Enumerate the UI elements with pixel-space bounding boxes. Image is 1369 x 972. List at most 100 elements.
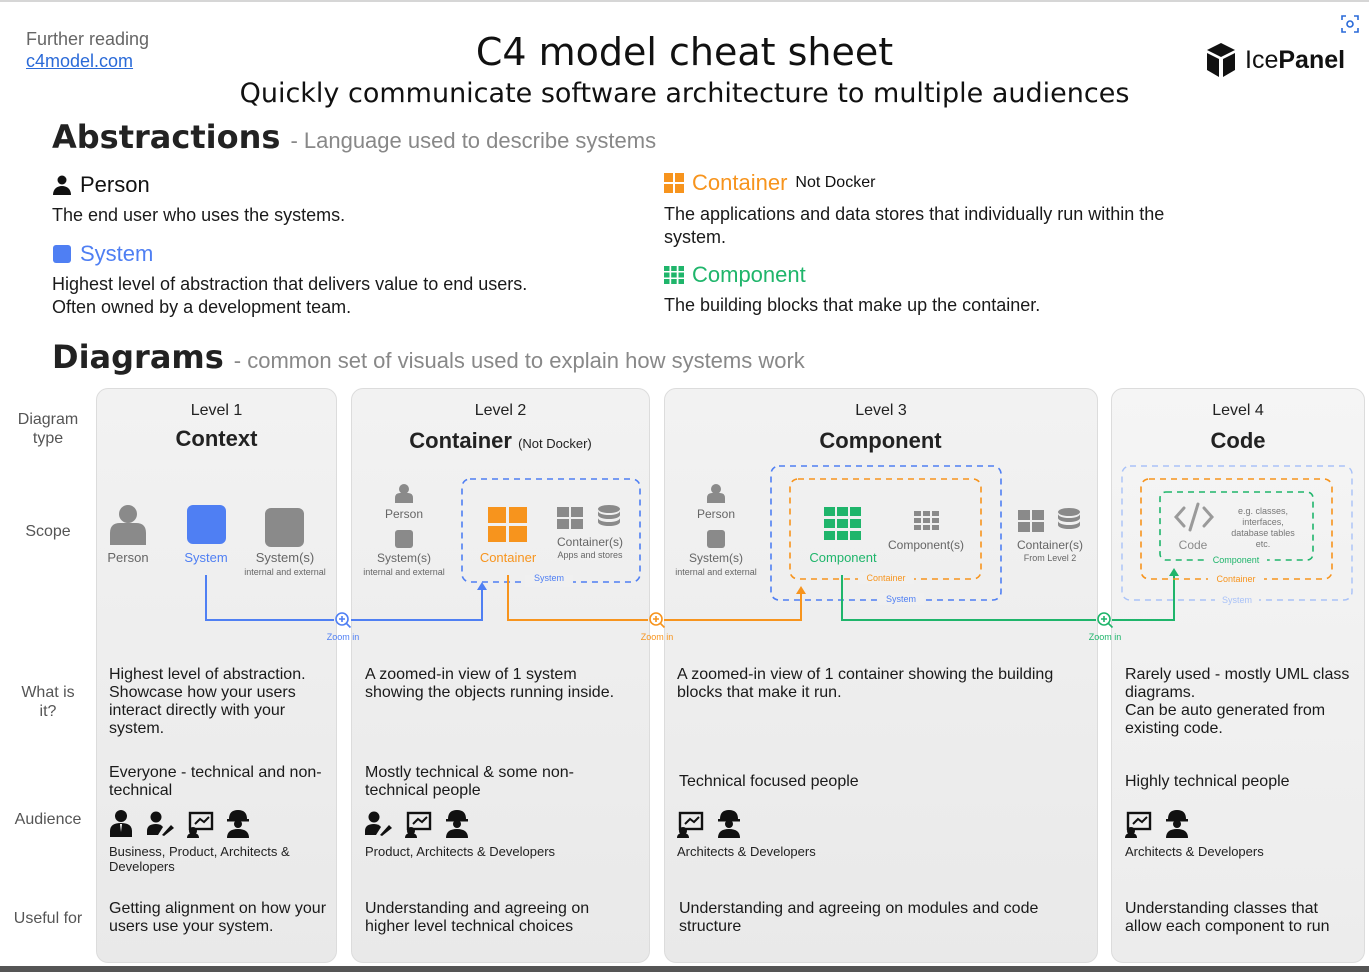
scope-containers-label: Container(s) — [557, 535, 623, 549]
other-components-icon — [914, 511, 939, 530]
further-reading: Further reading c4model.com — [26, 28, 149, 72]
scope-systems-sub: internal and external — [363, 567, 445, 577]
code-note-line: database tables — [1231, 528, 1295, 538]
level-4-audience-roles: Architects & Developers — [1125, 844, 1264, 859]
useful-line: Understanding and agreeing on modules an… — [679, 900, 1039, 917]
logo-text-a: Ice — [1245, 45, 1279, 74]
business-icon — [110, 810, 132, 837]
useful-line: structure — [679, 918, 742, 935]
row-label-line: it? — [39, 703, 57, 720]
other-containers-icon — [1018, 510, 1044, 532]
code-icon — [1173, 502, 1215, 532]
diagrams-title: Diagrams — [52, 338, 224, 376]
top-divider — [0, 0, 1369, 2]
scope-components-label: Component(s) — [888, 538, 964, 552]
container-desc: The applications and data stores that in… — [664, 203, 1164, 249]
audience-line: Everyone - technical and non- — [109, 764, 322, 781]
row-label-what: What is it? — [0, 683, 96, 721]
level-3-card — [664, 388, 1098, 963]
level-1-useful: Getting alignment on how your users use … — [109, 900, 326, 936]
person-icon — [110, 505, 146, 545]
what-line: A zoomed-in view of 1 container showing … — [677, 666, 1054, 683]
what-line: Can be auto generated from — [1125, 702, 1326, 719]
further-reading-label: Further reading — [26, 29, 150, 49]
useful-line: users use your system. — [109, 918, 274, 935]
term-container: Container Not Docker — [664, 170, 875, 196]
row-label-line: Diagram — [17, 411, 79, 428]
useful-line: higher level technical choices — [365, 918, 574, 935]
person-icon — [707, 484, 725, 503]
level-1-what: Highest level of abstraction. Showcase h… — [109, 666, 306, 738]
level-4-card — [1111, 388, 1365, 963]
scope-person-label: Person — [697, 507, 735, 521]
diagram-type: Container — [409, 428, 512, 453]
page-title: C4 model cheat sheet — [475, 30, 894, 74]
level-2-header: Level 2 Container (Not Docker) — [351, 400, 650, 460]
developer-icon — [718, 810, 740, 838]
zoom-in-label: Zoom in — [641, 632, 674, 642]
focus-icon[interactable] — [1340, 14, 1360, 34]
level-4-audience: Highly technical people — [1125, 773, 1290, 790]
scope-systems-label: System(s) — [689, 551, 743, 565]
useful-line: Understanding and agreeing on — [365, 900, 590, 917]
other-containers-icon — [557, 507, 583, 529]
system-icon — [53, 245, 71, 263]
scope-system-label: System — [184, 550, 227, 565]
level-2-audience-roles: Product, Architects & Developers — [365, 844, 556, 859]
icepanel-logo[interactable]: IcePanel — [1205, 42, 1345, 78]
developer-icon — [446, 810, 468, 838]
level-4-header: Level 4 Code — [1111, 400, 1365, 460]
diagrams-heading: Diagrams - common set of visuals used to… — [52, 338, 805, 376]
scope-systems-label: System(s) — [377, 551, 431, 565]
level-1-card — [96, 388, 337, 963]
what-line: system. — [109, 720, 165, 737]
diagram-type-note: (Not Docker) — [518, 436, 592, 451]
code-note-line: interfaces, — [1242, 517, 1284, 527]
zoom-in-icon: Zoom in — [1089, 612, 1121, 642]
audience-line: technical people — [365, 782, 481, 799]
product-icon — [147, 811, 174, 836]
level-3-audience: Technical focused people — [679, 773, 859, 790]
architect-icon — [187, 811, 214, 838]
scope-person-label: Person — [385, 507, 423, 521]
scope-container-label: Container — [480, 550, 537, 565]
c4model-link[interactable]: c4model.com — [26, 51, 134, 71]
level-2-scope: Person System(s) internal and external S… — [363, 478, 648, 621]
audience-line: Mostly technical & some non- — [365, 764, 574, 781]
zoom-in-icon: Zoom in — [641, 612, 674, 642]
level-1-audience: Everyone - technical and non- technical — [109, 764, 322, 800]
component-icon — [824, 507, 861, 540]
audience-line: technical — [109, 782, 173, 799]
container-desc-line: The applications and data stores that in… — [664, 204, 1165, 224]
system-boundary-label: System — [1222, 595, 1252, 605]
architect-icon — [405, 811, 432, 838]
level-1-audience-icons — [110, 810, 249, 838]
level-3-what: A zoomed-in view of 1 container showing … — [677, 666, 1053, 702]
container-term-note: Not Docker — [795, 174, 876, 191]
level-4-useful: Understanding classes that allow each co… — [1125, 900, 1330, 936]
level-4-scope: System Container Component Code e.g. cla… — [1121, 465, 1353, 606]
what-line: Highest level of abstraction. — [109, 666, 306, 683]
code-note-line: etc. — [1256, 539, 1271, 549]
database-icon — [1058, 508, 1080, 529]
what-line: blocks that make it run. — [677, 684, 842, 701]
what-line: Showcase how your users — [109, 684, 296, 701]
row-label-line: type — [32, 430, 64, 447]
scope-containers-sub: From Level 2 — [1024, 553, 1077, 563]
person-icon — [53, 175, 71, 195]
level-1-header: Level 1 Context — [96, 400, 337, 460]
row-label-diagram-type: Diagram type — [0, 410, 96, 448]
container-icon — [488, 507, 527, 542]
container-desc-line: system. — [664, 227, 727, 247]
system-boundary-label: System — [886, 594, 916, 604]
component-desc: The building blocks that make up the con… — [664, 295, 1041, 315]
diagram-type: Component — [819, 428, 942, 453]
external-system-icon — [707, 530, 725, 548]
container-term-label: Container — [692, 170, 788, 195]
level-number: Level 4 — [1212, 402, 1264, 419]
level-4-audience-icons — [1125, 810, 1188, 838]
what-line: showing the objects running inside. — [365, 684, 615, 701]
level-1-audience-roles: Business, Product, Architects & Develope… — [109, 844, 290, 874]
system-desc: Highest level of abstraction that delive… — [52, 273, 527, 319]
system-icon — [187, 505, 226, 544]
